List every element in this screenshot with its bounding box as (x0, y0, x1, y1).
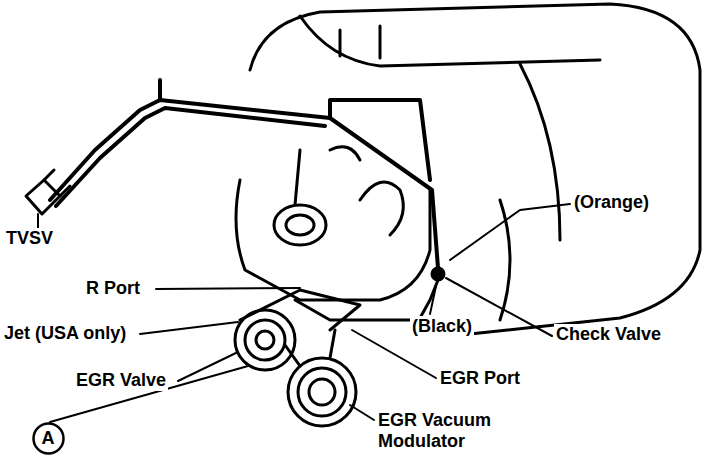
hose-color-label: (Orange) (572, 192, 651, 213)
part-label: Jet (USA only) (2, 323, 128, 344)
part-label: EGR Vacuum Modulator (376, 410, 530, 452)
part-label: EGR Valve (74, 370, 168, 391)
callout-circle: A (32, 422, 65, 455)
part-label: Check Valve (554, 324, 663, 345)
part-label: TVSV (4, 228, 55, 249)
callout-letter: A (42, 428, 55, 449)
port-label: EGR Port (438, 368, 522, 389)
hose-color-label: (Black) (410, 316, 474, 337)
port-label: R Port (84, 278, 142, 299)
